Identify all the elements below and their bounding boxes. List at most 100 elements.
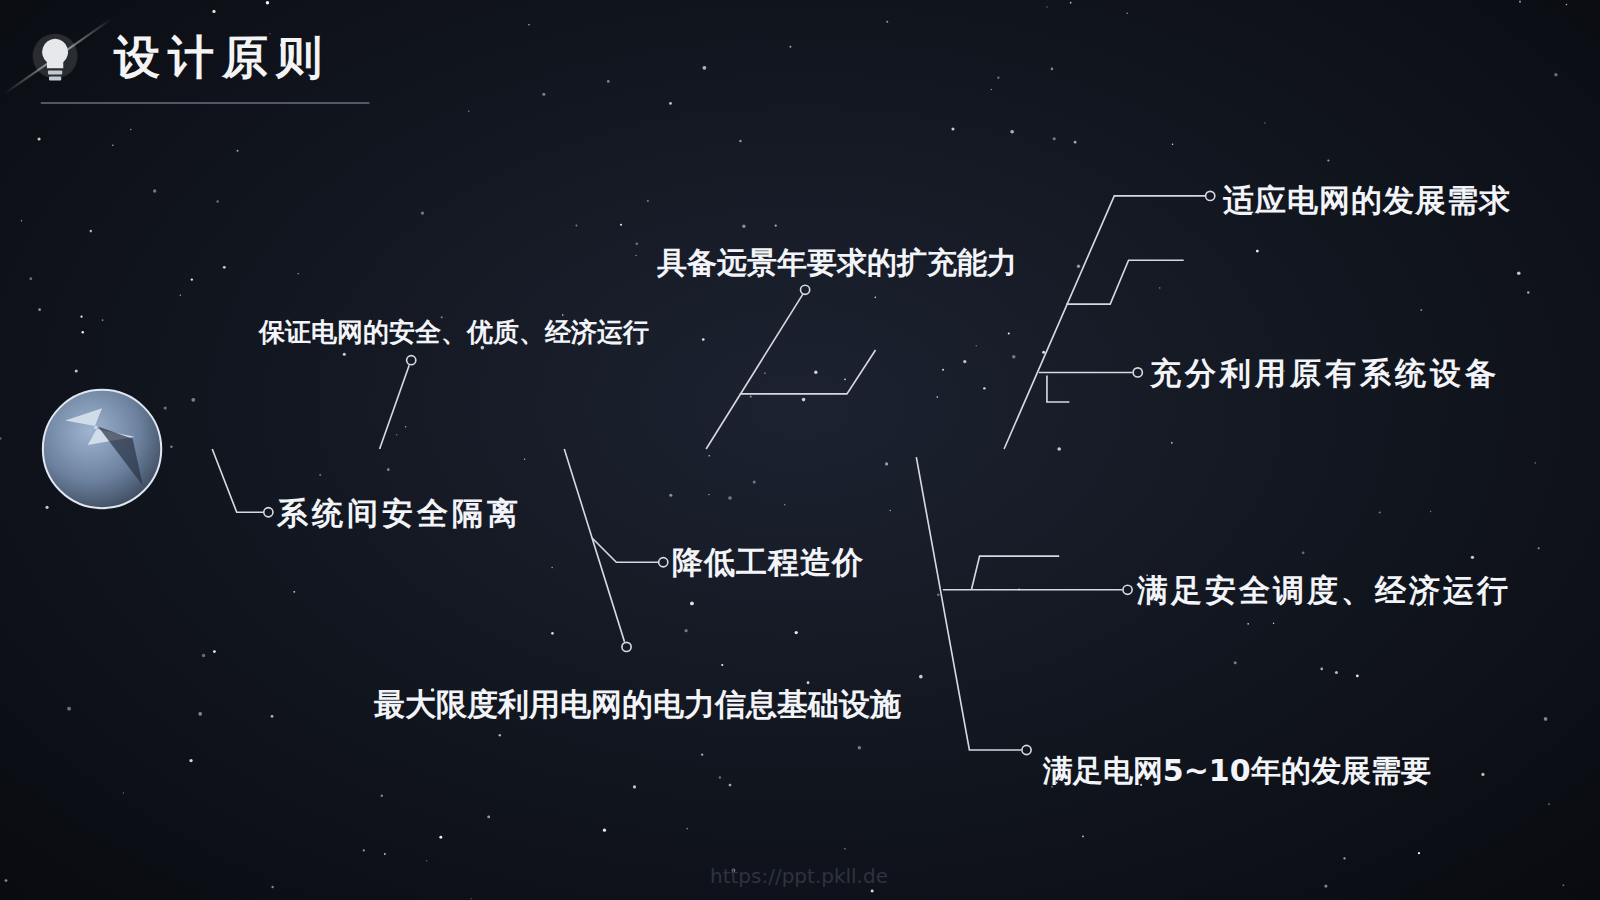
star (319, 474, 321, 476)
star (635, 242, 638, 245)
star (153, 189, 156, 192)
watermark: https://ppt.pkll.de (710, 863, 888, 889)
bone-label: 适应电网的发展需求 (1223, 180, 1511, 220)
bone-label: 系统间安全隔离 (277, 493, 522, 533)
star (1159, 287, 1160, 288)
star (750, 396, 752, 398)
star (647, 200, 649, 202)
bone-label: 满足电网5~10年的发展需要 (1027, 751, 1447, 790)
star (1256, 250, 1259, 253)
star (764, 373, 765, 374)
star (858, 746, 861, 749)
star (1324, 884, 1327, 887)
star (468, 110, 470, 112)
star (298, 273, 299, 274)
star (1527, 291, 1529, 293)
star (0, 437, 1, 439)
star (439, 836, 442, 839)
star (1343, 857, 1345, 859)
star (1335, 671, 1338, 674)
star (1008, 333, 1010, 335)
star (620, 224, 622, 226)
star (886, 21, 888, 23)
star (266, 1, 269, 4)
star (396, 434, 397, 435)
star (1519, 1, 1521, 3)
star (844, 379, 846, 381)
star (213, 650, 216, 653)
bone-label: 最大限度利用电网的电力信息基础设施 (368, 684, 908, 724)
star (885, 462, 888, 465)
star (1562, 884, 1564, 886)
star (180, 295, 181, 296)
star (919, 675, 923, 679)
star (807, 681, 810, 684)
star (212, 10, 215, 13)
title-underline (41, 102, 370, 104)
star (191, 278, 193, 280)
star (708, 455, 709, 456)
star (551, 567, 552, 568)
star (102, 319, 104, 321)
star (223, 266, 226, 269)
bone-label: 满足安全调度、经济运行 (1137, 570, 1511, 610)
bone-label: 降低工程造价 (672, 542, 864, 582)
star (426, 860, 427, 861)
star (170, 446, 172, 448)
star (784, 504, 786, 506)
star (130, 129, 132, 131)
star (191, 398, 195, 402)
star (387, 468, 390, 471)
star (937, 396, 938, 397)
star (202, 654, 205, 657)
star (1566, 4, 1567, 5)
star (1264, 122, 1266, 124)
star (1051, 68, 1054, 71)
star (795, 631, 798, 634)
star (721, 664, 723, 666)
star (1548, 803, 1550, 805)
star (1234, 661, 1237, 664)
star (381, 794, 383, 796)
bulb-icon (33, 34, 78, 81)
star (753, 481, 756, 484)
star (1356, 675, 1359, 678)
star (216, 200, 218, 202)
star (82, 331, 84, 333)
star (123, 792, 124, 793)
star (1012, 355, 1015, 358)
star (684, 629, 687, 632)
star (21, 220, 23, 222)
star (1517, 271, 1521, 275)
star (470, 898, 471, 899)
star (80, 316, 82, 318)
star (1070, 2, 1072, 4)
star (1074, 141, 1077, 144)
star (363, 849, 365, 851)
star (633, 785, 636, 788)
star (575, 225, 577, 227)
star (690, 602, 694, 606)
star (38, 308, 41, 311)
star (75, 370, 78, 373)
star (499, 734, 501, 736)
star (1471, 556, 1474, 559)
star (421, 211, 424, 214)
star (951, 128, 954, 131)
star (719, 776, 721, 778)
star (890, 510, 892, 512)
star (802, 398, 806, 402)
star (45, 506, 48, 509)
spine (163, 448, 1600, 451)
star (487, 816, 490, 819)
star (1053, 137, 1056, 140)
star (1554, 73, 1557, 76)
star (198, 712, 202, 716)
star (1544, 717, 1548, 721)
star (1046, 6, 1047, 7)
star (1535, 462, 1536, 463)
star (874, 297, 876, 299)
star (524, 459, 525, 460)
star (702, 338, 705, 341)
star (603, 829, 606, 832)
